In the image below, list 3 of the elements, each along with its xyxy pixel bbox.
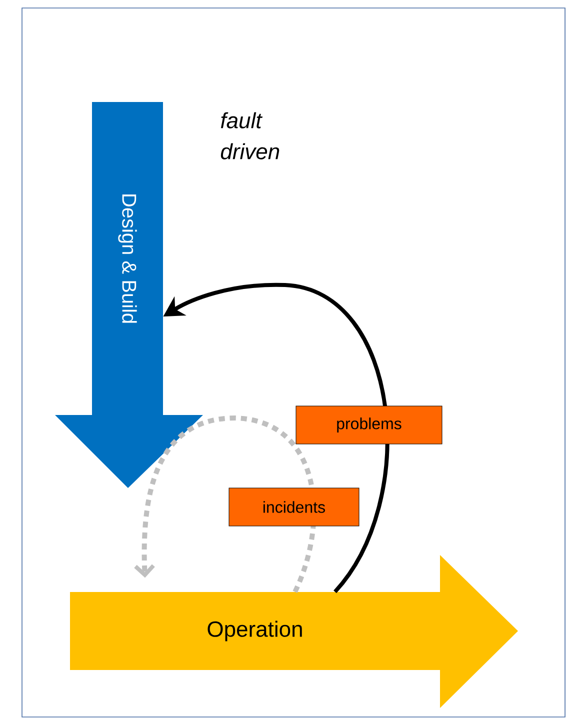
curved-arrow bbox=[134, 416, 316, 593]
edge-label: problems bbox=[296, 406, 442, 444]
edge-label: incidents bbox=[228, 488, 360, 526]
